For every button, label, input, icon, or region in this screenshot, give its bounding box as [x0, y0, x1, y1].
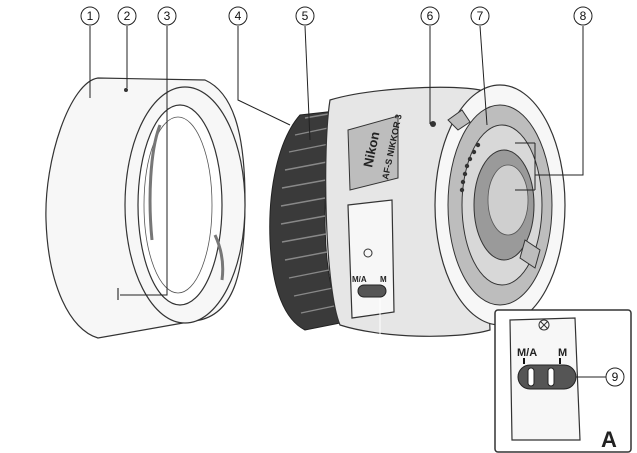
callout-6: 6 — [420, 6, 440, 26]
callout-4: 4 — [228, 6, 248, 26]
callout-5-label: 5 — [302, 9, 309, 23]
callout-2: 2 — [117, 6, 137, 26]
electrical-contacts — [459, 142, 481, 193]
callout-3-label: 3 — [164, 9, 171, 23]
callout-9-label: 9 — [612, 370, 619, 384]
lens-hood — [45, 77, 246, 339]
lens-switch-m: M — [380, 275, 387, 284]
callout-1-label: 1 — [87, 9, 94, 23]
inset-switch-ma: M/A — [517, 347, 537, 359]
callout-3: 3 — [157, 6, 177, 26]
callout-5: 5 — [295, 6, 315, 26]
lens-body — [269, 84, 566, 337]
lens-switch-ma: M/A — [352, 275, 367, 284]
inset-letter: A — [601, 427, 617, 452]
callout-8-label: 8 — [580, 9, 587, 23]
callout-4-label: 4 — [235, 9, 242, 23]
leader-lines — [89, 25, 606, 378]
callout-9: 9 — [605, 367, 625, 387]
callout-8: 8 — [573, 6, 593, 26]
lens-brand: Nikon — [360, 130, 382, 168]
callout-1: 1 — [80, 6, 100, 26]
inset-switch-m: M — [558, 347, 567, 359]
inset-box — [379, 298, 632, 453]
callout-6-label: 6 — [427, 9, 434, 23]
callout-7: 7 — [470, 6, 490, 26]
callout-2-label: 2 — [124, 9, 131, 23]
callout-7-label: 7 — [477, 9, 484, 23]
